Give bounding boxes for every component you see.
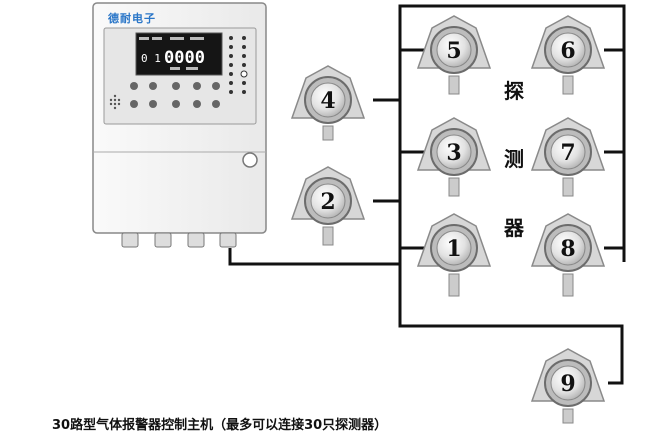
detector-number: 3 [446, 140, 461, 166]
detector-9: 9 [530, 348, 606, 424]
detector-4: 4 [290, 65, 366, 141]
key-8[interactable] [172, 100, 180, 108]
lcd-small-reading: 0 1 [141, 52, 161, 65]
key-6[interactable] [130, 100, 138, 108]
detector-6: 6 [530, 15, 606, 95]
key-3[interactable] [172, 82, 180, 90]
lcd-large-reading: 0000 [164, 48, 205, 68]
brand-label: 德耐电子 [108, 12, 156, 25]
speaker-grille-icon [109, 94, 121, 110]
controller-unit: 0 1 0000 [92, 2, 267, 248]
key-5[interactable] [212, 82, 220, 90]
wiring [228, 4, 626, 385]
detector-7: 7 [530, 117, 606, 197]
key-9[interactable] [193, 100, 201, 108]
key-7[interactable] [149, 100, 157, 108]
key-2[interactable] [149, 82, 157, 90]
side-label-char-2: 测 [504, 147, 524, 171]
detector-number: 8 [560, 236, 575, 262]
detector-number: 5 [446, 38, 461, 64]
key-4[interactable] [193, 82, 201, 90]
detector-number: 2 [320, 189, 335, 215]
detector-number: 7 [560, 140, 575, 166]
detector-number: 9 [560, 371, 575, 397]
keypad [130, 82, 220, 108]
detector-3: 3 [416, 117, 492, 197]
detectors: 4 2 5 3 1 [290, 15, 606, 424]
lower-loop [398, 248, 624, 385]
side-label-char-1: 探 [504, 79, 524, 103]
detector-1: 1 [416, 213, 492, 297]
detector-8: 8 [530, 213, 606, 297]
detector-number: 4 [320, 88, 335, 114]
key-10[interactable] [212, 100, 220, 108]
side-label-char-3: 器 [504, 216, 524, 240]
detector-number: 6 [560, 38, 575, 64]
detector-5: 5 [416, 15, 492, 95]
lock-icon [242, 152, 258, 168]
detector-2: 2 [290, 166, 366, 246]
indicator-leds [229, 36, 248, 94]
detector-number: 1 [446, 236, 461, 262]
diagram-caption: 30路型气体报警器控制主机（最多可以连接30只探测器） [52, 418, 388, 433]
cable-glands [121, 232, 237, 248]
key-1[interactable] [130, 82, 138, 90]
